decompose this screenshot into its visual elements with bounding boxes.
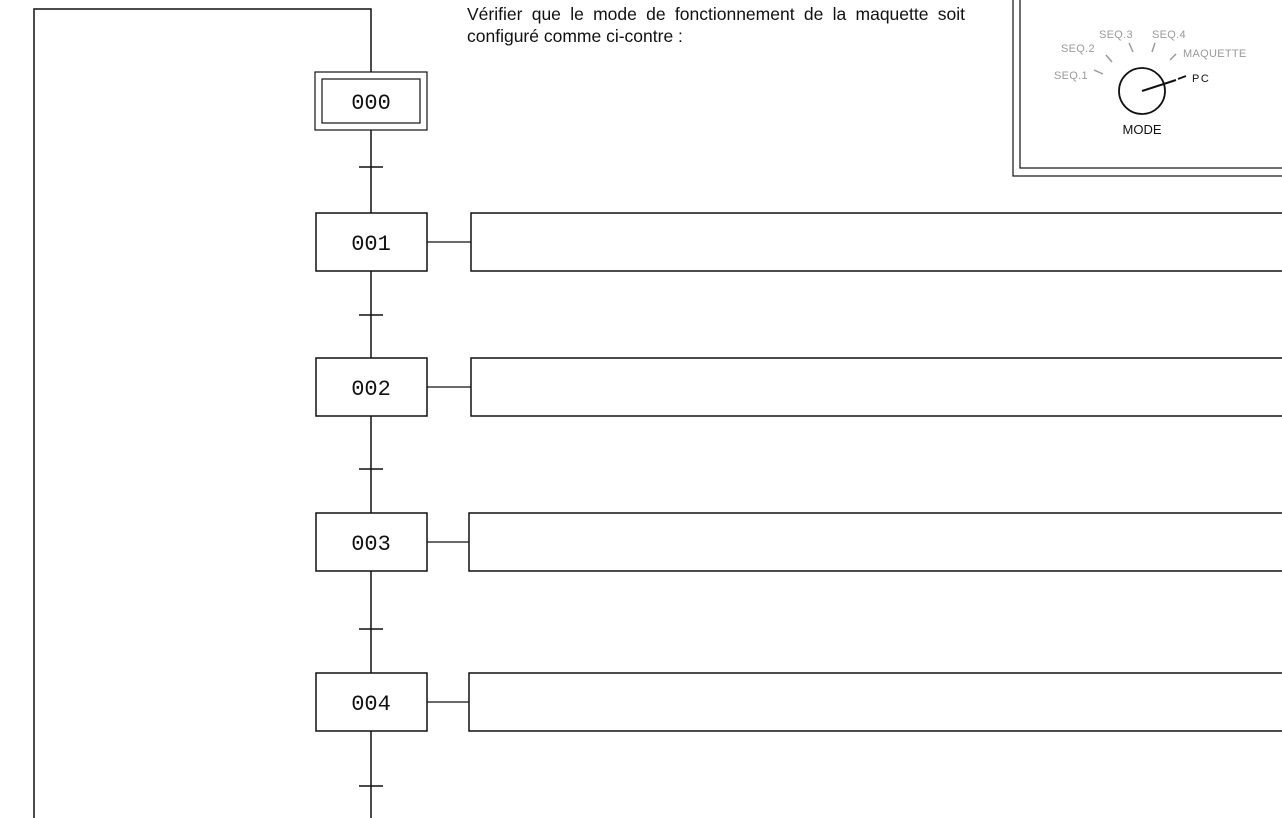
initial-step-inner-box (321, 78, 421, 124)
step-003[interactable]: 003 (315, 512, 428, 572)
action-001-box[interactable] (470, 212, 1282, 272)
step-001-label: 001 (351, 232, 391, 257)
mode-knob-pointer (1141, 79, 1177, 92)
mode-label-seq3: SEQ.3 (1099, 29, 1133, 41)
step-001[interactable]: 001 (315, 212, 428, 272)
tick-pc (1177, 75, 1187, 80)
action-004-box[interactable] (468, 672, 1282, 732)
return-loop-line (33, 8, 372, 818)
mode-label-seq1: SEQ.1 (1054, 70, 1088, 82)
action-002-box[interactable] (470, 357, 1282, 417)
step-003-box (315, 512, 428, 572)
mode-label-seq4: SEQ.4 (1152, 29, 1186, 41)
step-002-box (315, 357, 428, 417)
instruction-text: Vérifier que le mode de fonctionnement d… (467, 4, 965, 46)
initial-step[interactable]: 000 (314, 71, 428, 131)
tick-seq1 (1093, 69, 1104, 75)
mode-panel-inner-frame (1019, 0, 1282, 169)
step-004[interactable]: 004 (315, 672, 428, 732)
initial-step-label: 000 (351, 91, 391, 116)
step-002-label: 002 (351, 377, 391, 402)
action-003-box[interactable] (468, 512, 1282, 572)
step-004-label: 004 (351, 692, 391, 717)
step-004-box (315, 672, 428, 732)
mode-selector-panel: SEQ.1 SEQ.2 SEQ.3 SEQ.4 MAQUETTE PC MODE (1012, 0, 1282, 177)
tick-seq2 (1105, 54, 1113, 63)
step-002[interactable]: 002 (315, 357, 428, 417)
tick-maquette (1169, 53, 1177, 61)
step-003-label: 003 (351, 532, 391, 557)
mode-label-maquette: MAQUETTE (1183, 48, 1247, 60)
mode-caption: MODE (1123, 122, 1162, 137)
tick-seq3 (1128, 42, 1134, 53)
step-001-box (315, 212, 428, 272)
mode-label-seq2: SEQ.2 (1061, 43, 1095, 55)
mode-label-pc: PC (1192, 73, 1210, 85)
tick-seq4 (1151, 42, 1156, 53)
